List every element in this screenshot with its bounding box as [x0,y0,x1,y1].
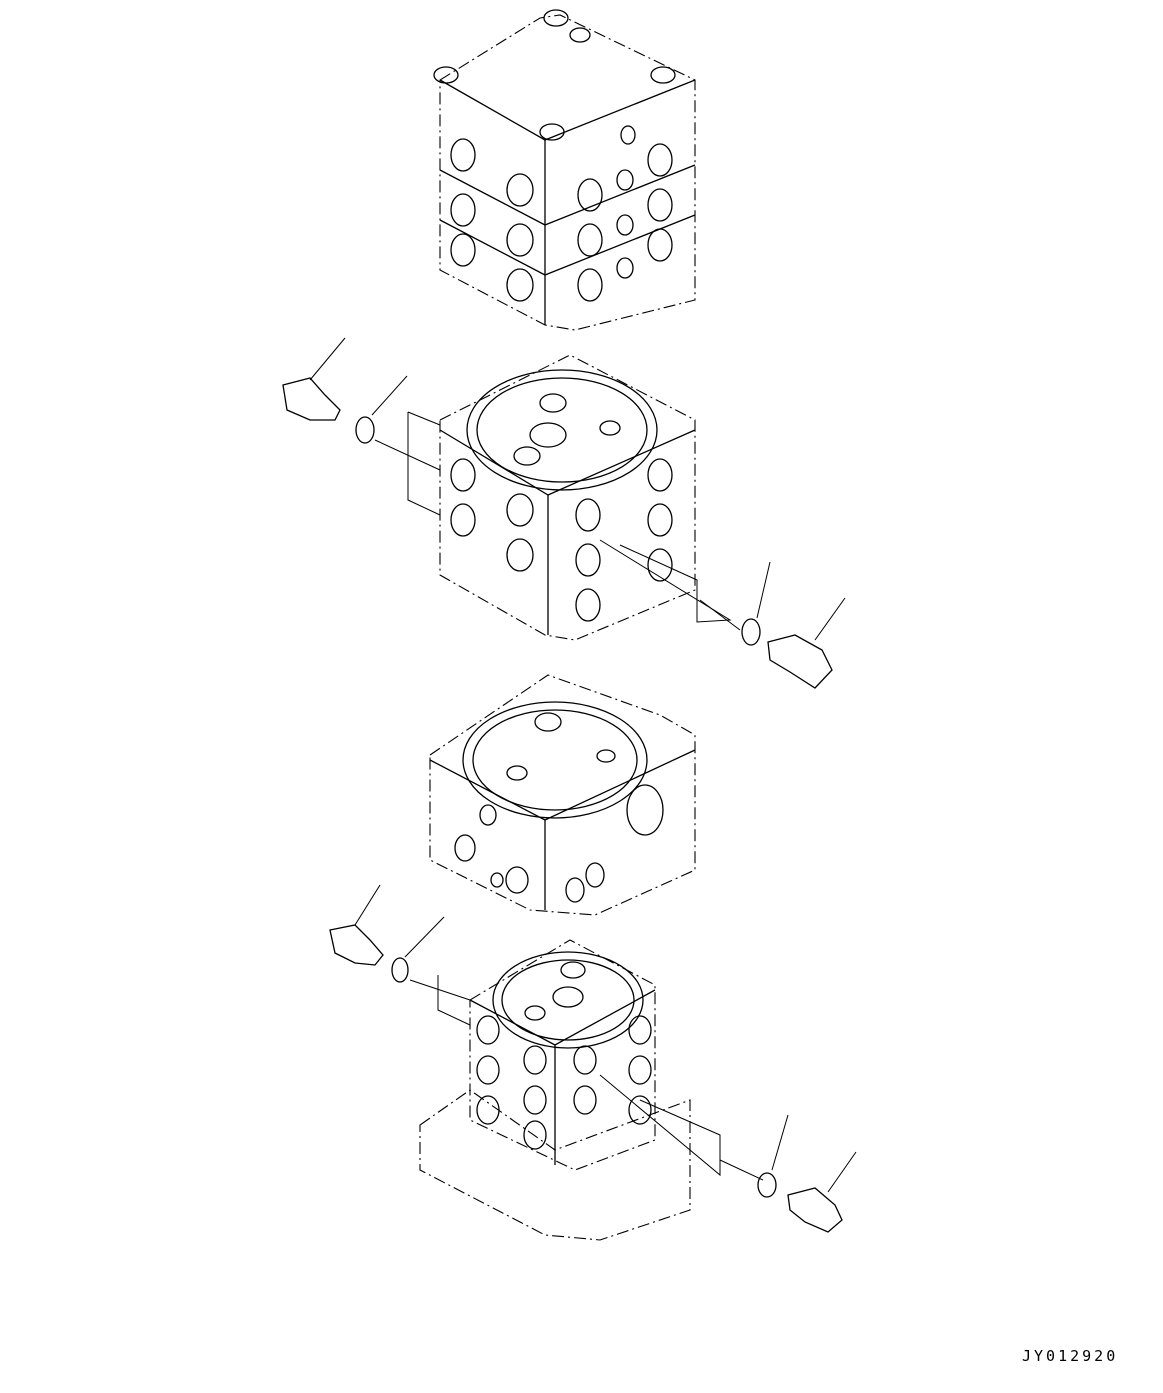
valve-section-3 [429,674,696,916]
drawing-code: JY012920 [1022,1347,1119,1365]
valve-section-bottom [329,884,857,1241]
valve-section-2 [282,337,846,689]
valve-block-top [433,9,696,331]
